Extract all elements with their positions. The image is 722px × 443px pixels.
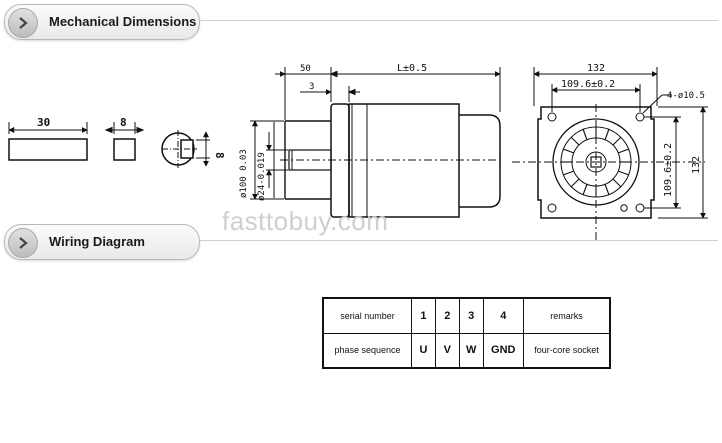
dim-diameter-24-label: ø24-0.019 [257,152,267,201]
table-cell: 1 [411,297,436,334]
table-cell: 2 [434,297,460,334]
dim-length-label: L±0.5 [397,63,427,74]
table-cell: 4 [482,297,524,334]
arrow-icon [8,228,38,258]
key-width-label: 8 [120,116,127,129]
mechanical-dimensions-header: Mechanical Dimensions [4,4,200,40]
remarks-cell: four-core socket [522,332,611,369]
table-cell: U [411,332,436,369]
motor-front-view [512,67,708,240]
wiring-table: serial number 1 2 3 4 remarks phase sequ… [322,297,611,369]
shaft-key-label: 8 [213,152,226,159]
dim-50-label: 50 [300,64,311,74]
dim-132-right-label: 132 [691,156,702,174]
dim-132-top-label: 132 [587,63,605,74]
phase-sequence-header: phase sequence [322,332,413,369]
dim-diameter-100-label: ø100 0.03 [239,149,249,198]
table-cell: GND [482,332,524,369]
key-length-label: 30 [37,116,50,129]
header-rule [200,20,718,21]
dim-109-right-label: 109.6±0.2 [663,143,674,197]
shaft-section-view [161,130,210,168]
table-cell: V [434,332,460,369]
dim-holes-label: 4-ø10.5 [667,91,705,101]
dim-3-label: 3 [309,82,314,92]
arrow-icon [8,8,38,38]
wiring-diagram-header: Wiring Diagram [4,224,200,260]
motor-side-view [250,67,501,218]
header-rule [200,240,718,241]
serial-number-header: serial number [322,297,413,334]
watermark-text: fasttobuy.com [222,206,389,236]
wiring-diagram-title: Wiring Diagram [49,234,145,249]
dim-109-top-label: 109.6±0.2 [561,79,615,90]
table-row: phase sequence U V W GND four-core socke… [322,332,611,369]
key-top-view [8,122,88,161]
table-cell: 3 [458,297,484,334]
table-row: serial number 1 2 3 4 remarks [322,297,611,334]
key-end-view [104,122,145,161]
mechanical-dimensions-title: Mechanical Dimensions [49,14,197,29]
table-cell: W [458,332,484,369]
remarks-header: remarks [522,297,611,334]
